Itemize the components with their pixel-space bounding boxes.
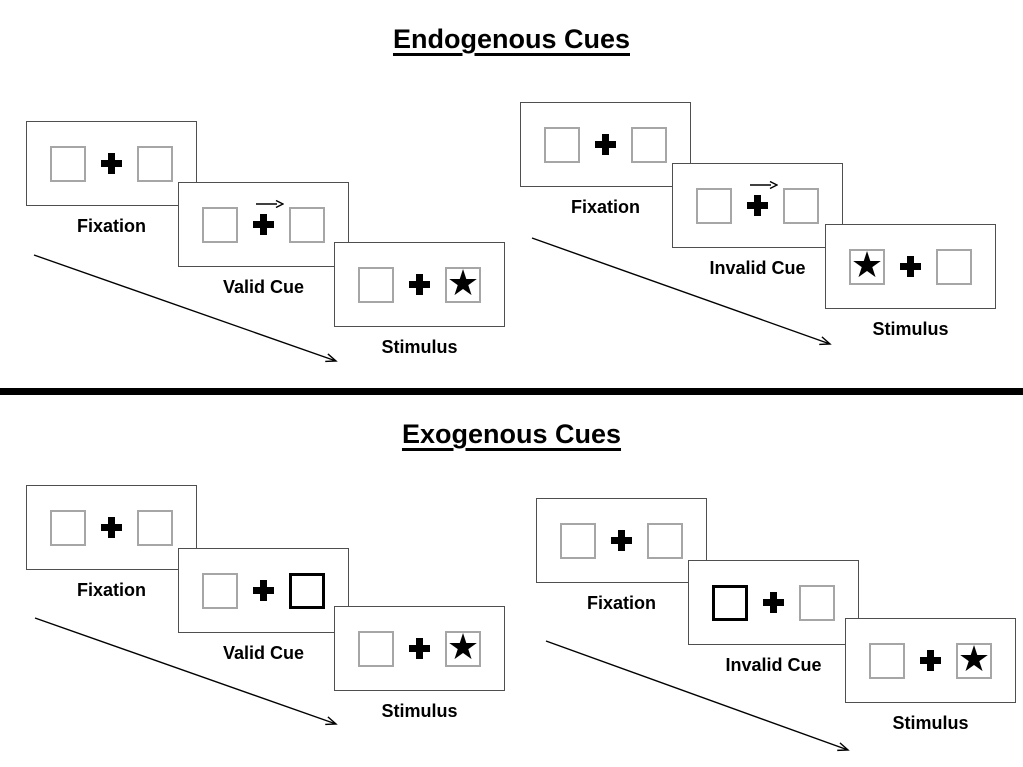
- step-label-stimulus: Stimulus: [381, 337, 458, 357]
- step-label-stimulus: Stimulus: [892, 713, 969, 733]
- timeline-arrow-endogenous-invalid: [531, 237, 832, 346]
- fixation-cross-icon: [409, 638, 430, 659]
- section-title-exogenous: Exogenous Cues: [401, 419, 622, 449]
- right-box: [647, 522, 683, 559]
- left-box: [202, 206, 238, 243]
- step-label-cue: Valid Cue: [222, 277, 305, 297]
- fixation-cross-icon: [409, 274, 430, 295]
- stimulus-panel: ★: [334, 242, 505, 327]
- fixation-cross-icon: [253, 580, 274, 601]
- left-box-cued: [712, 584, 748, 621]
- right-box: ★: [445, 262, 481, 304]
- cue-arrow-icon: [750, 180, 778, 190]
- left-box: [544, 126, 580, 163]
- fixation-cross-icon: [595, 134, 616, 155]
- right-box: [783, 187, 819, 224]
- section-title-endogenous: Endogenous Cues: [392, 24, 630, 54]
- right-box-cued: [289, 572, 325, 609]
- left-box: [358, 630, 394, 667]
- left-box: [869, 642, 905, 679]
- fixation-cross-icon: [900, 256, 921, 277]
- right-box: [936, 248, 972, 285]
- stimulus-panel: ★: [825, 224, 996, 309]
- cue-arrow-icon: [256, 199, 284, 209]
- target-star-icon: ★: [446, 626, 480, 668]
- right-box: [799, 584, 835, 621]
- section-divider: [0, 388, 1023, 395]
- fixation-cross-icon: [763, 592, 784, 613]
- timeline-arrow-endogenous-valid: [33, 254, 338, 363]
- step-label-cue: Invalid Cue: [709, 258, 806, 278]
- step-label-fixation: Fixation: [76, 580, 146, 600]
- cue-panel: [178, 182, 349, 267]
- step-label-fixation: Fixation: [570, 197, 640, 217]
- left-box: [696, 187, 732, 224]
- left-box: [50, 145, 86, 182]
- step-label-stimulus: Stimulus: [872, 319, 949, 339]
- step-label-fixation: Fixation: [586, 593, 656, 613]
- fixation-panel: [26, 121, 197, 206]
- left-box: [358, 266, 394, 303]
- left-box: [560, 522, 596, 559]
- stimulus-panel: ★: [334, 606, 505, 691]
- fixation-cross-icon: [611, 530, 632, 551]
- target-star-icon: ★: [957, 638, 991, 680]
- target-star-icon: ★: [850, 244, 884, 286]
- cue-panel: [178, 548, 349, 633]
- right-box: ★: [445, 626, 481, 668]
- right-box: [289, 206, 325, 243]
- right-box: [137, 509, 173, 546]
- step-label-stimulus: Stimulus: [381, 701, 458, 721]
- right-box: ★: [956, 638, 992, 680]
- right-box: [137, 145, 173, 182]
- fixation-cross-icon: [253, 214, 274, 235]
- fixation-cross-icon: [101, 517, 122, 538]
- cue-panel: [688, 560, 859, 645]
- step-label-fixation: Fixation: [76, 216, 146, 236]
- step-label-cue: Invalid Cue: [725, 655, 822, 675]
- step-label-cue: Valid Cue: [222, 643, 305, 663]
- target-star-icon: ★: [446, 262, 480, 304]
- fixation-panel: [26, 485, 197, 570]
- fixation-panel: [536, 498, 707, 583]
- right-box: [631, 126, 667, 163]
- fixation-cross-icon: [920, 650, 941, 671]
- cue-panel: [672, 163, 843, 248]
- fixation-cross-icon: [747, 195, 768, 216]
- left-box: [202, 572, 238, 609]
- timeline-arrow-exogenous-valid: [34, 617, 338, 726]
- stimulus-panel: ★: [845, 618, 1016, 703]
- fixation-panel: [520, 102, 691, 187]
- fixation-cross-icon: [101, 153, 122, 174]
- left-box: ★: [849, 244, 885, 286]
- left-box: [50, 509, 86, 546]
